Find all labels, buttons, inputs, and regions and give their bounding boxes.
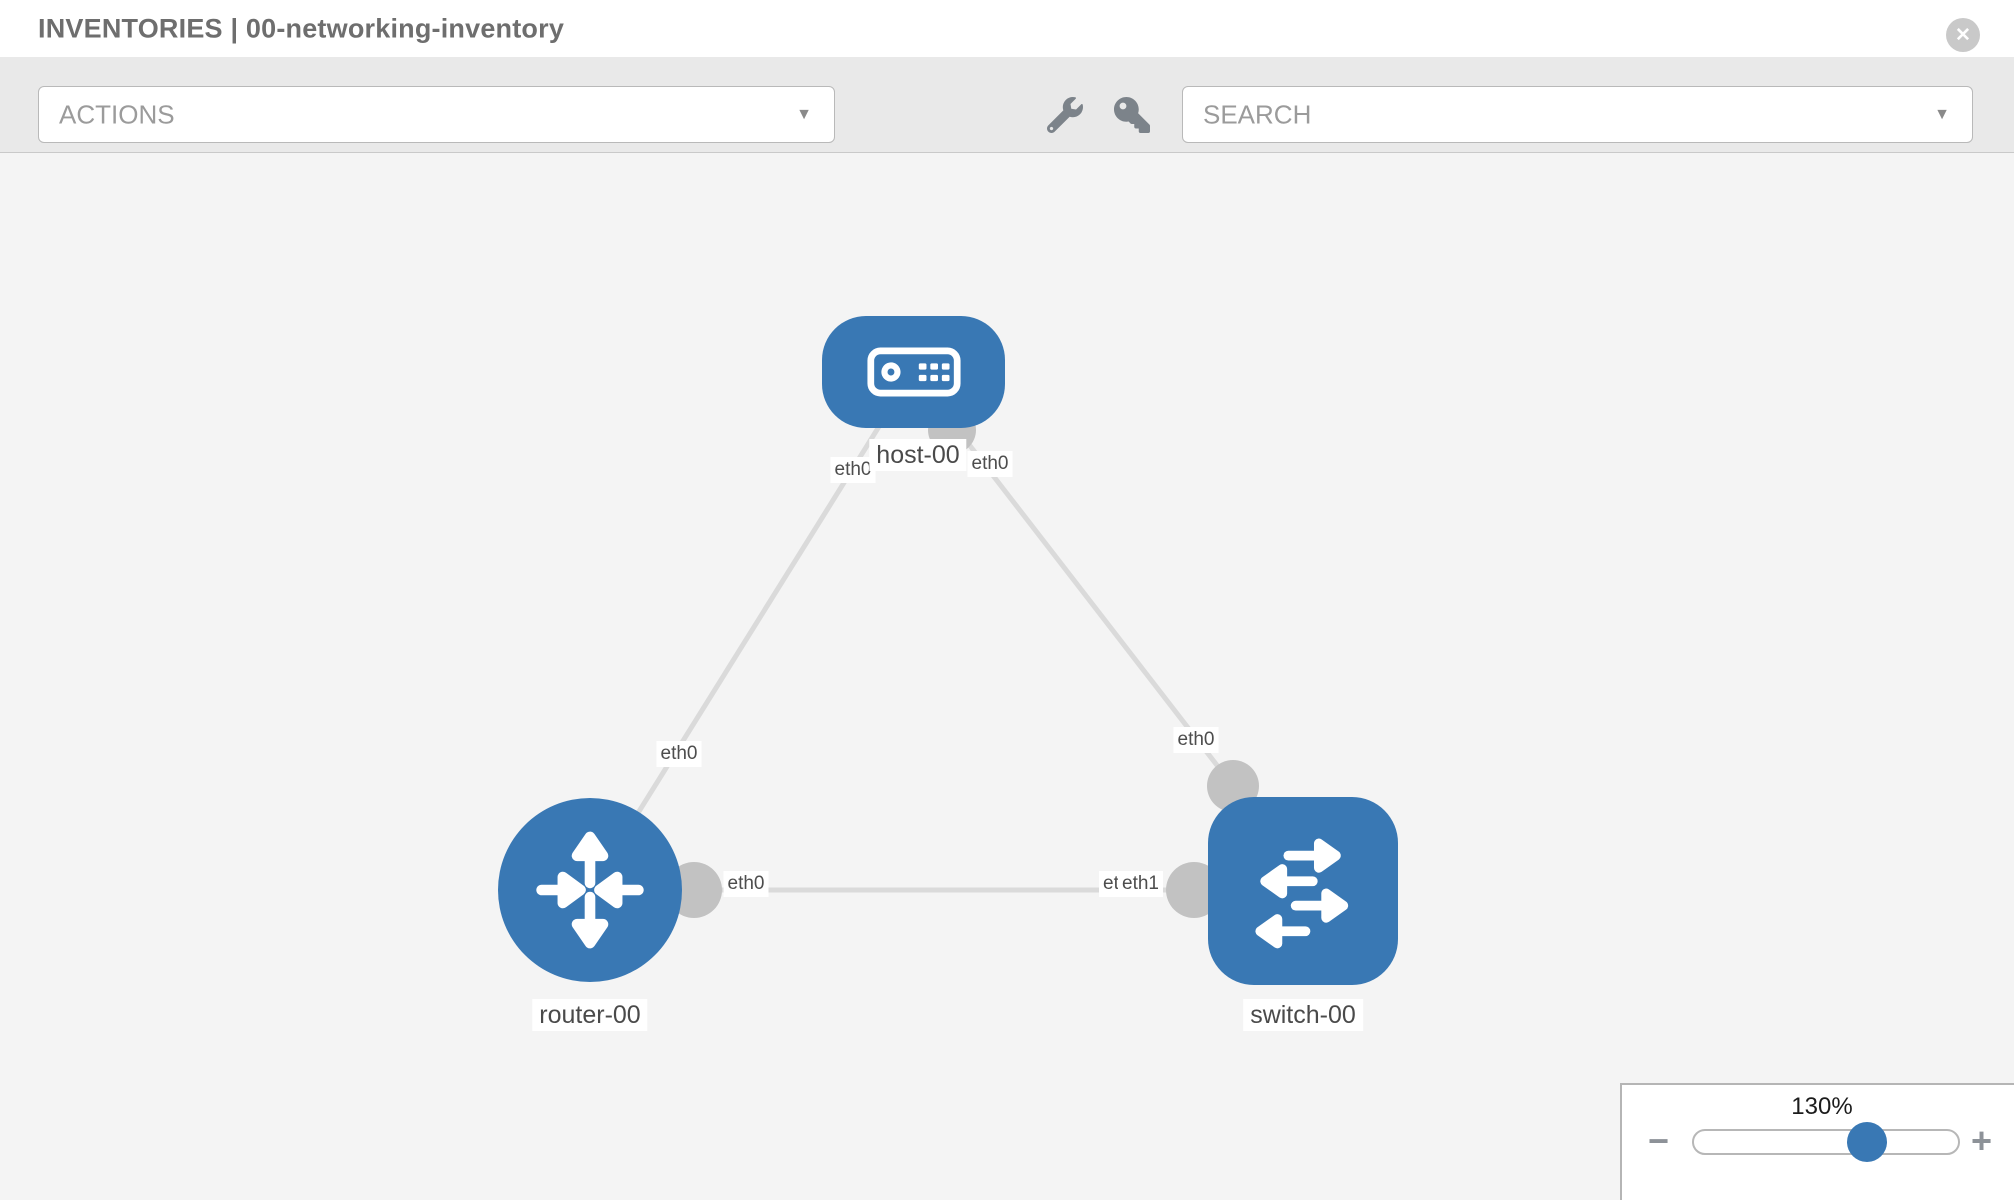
- zoom-out-button[interactable]: −: [1648, 1120, 1670, 1161]
- iface-label-router-uplink: eth0: [656, 741, 702, 767]
- node-host[interactable]: [822, 316, 1005, 428]
- node-router[interactable]: [498, 798, 682, 982]
- iface-label-router-right: eth0: [723, 871, 769, 897]
- node-label-switch: switch-00: [1243, 999, 1363, 1031]
- node-switch[interactable]: [1208, 797, 1398, 985]
- key-icon[interactable]: [1114, 97, 1150, 133]
- node-label-router: router-00: [532, 999, 648, 1031]
- iface-label-switch-uplink: eth0: [1173, 727, 1219, 753]
- iface-label-switch-left-front: eth1: [1118, 871, 1163, 897]
- chevron-down-icon: ▼: [1934, 105, 1950, 123]
- search-dropdown[interactable]: SEARCH ▼: [1182, 86, 1973, 143]
- iface-label-host-left: eth0: [830, 457, 876, 483]
- close-glyph: ✕: [1955, 24, 1971, 46]
- wrench-icon[interactable]: [1046, 97, 1083, 134]
- iface-label-host-right: eth0: [967, 451, 1013, 477]
- switch-icon: [1255, 838, 1349, 949]
- zoom-percentage: 130%: [1791, 1093, 1853, 1120]
- host-icon: [866, 347, 961, 397]
- chevron-down-icon: ▼: [796, 105, 812, 123]
- node-label-host: host-00: [869, 439, 967, 471]
- close-icon[interactable]: ✕: [1946, 18, 1980, 52]
- zoom-in-button[interactable]: +: [1971, 1120, 1993, 1161]
- toolbar: ACTIONS ▼ SEARCH ▼: [0, 57, 2014, 153]
- actions-dropdown[interactable]: ACTIONS ▼: [38, 86, 835, 143]
- actions-dropdown-label: ACTIONS: [59, 99, 175, 129]
- search-dropdown-label: SEARCH: [1203, 99, 1312, 129]
- zoom-slider-track[interactable]: [1692, 1122, 1960, 1162]
- header-bar: INVENTORIES | 00-networking-inventory ✕: [0, 0, 2014, 57]
- router-icon: [536, 831, 644, 949]
- topology-edges: [587, 370, 1259, 918]
- zoom-slider-thumb[interactable]: [1847, 1122, 1887, 1162]
- page-title: INVENTORIES | 00-networking-inventory: [38, 13, 565, 43]
- topology-canvas[interactable]: host-00 router-00 switch-00 eth0 eth0 et…: [0, 153, 2014, 1200]
- zoom-control-panel: 130% − +: [1620, 1083, 2014, 1200]
